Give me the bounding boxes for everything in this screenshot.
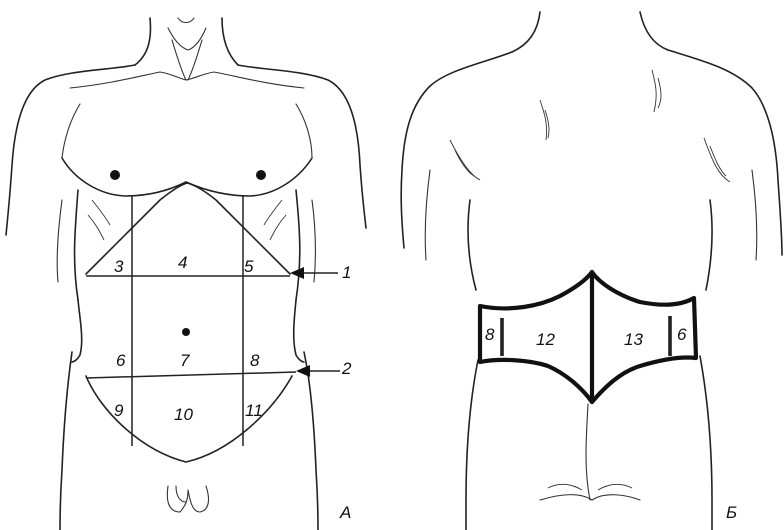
left-nipple: [110, 170, 120, 180]
back-region-label-12: 12: [536, 330, 555, 349]
pointer-arrow-2: [296, 365, 340, 377]
region-label-11: 11: [245, 401, 263, 420]
pointer-label-2: 2: [341, 359, 352, 378]
region-label-6: 6: [116, 351, 126, 370]
region-label-4: 4: [178, 253, 187, 272]
region-label-8: 8: [250, 351, 260, 370]
pointer-label-1: 1: [342, 263, 351, 282]
front-torso-drawing: [6, 18, 366, 530]
navel: [182, 328, 190, 336]
region-label-7: 7: [180, 351, 190, 370]
back-region-label-6: 6: [677, 325, 687, 344]
right-nipple: [256, 170, 266, 180]
panel-letter-b: Б: [726, 503, 737, 522]
back-region-label-8: 8: [485, 325, 495, 344]
back-region-outline: [480, 272, 696, 402]
region-label-9: 9: [114, 401, 124, 420]
region-label-5: 5: [244, 257, 254, 276]
region-label-10: 10: [174, 405, 193, 424]
back-region-label-13: 13: [624, 330, 643, 349]
panel-letter-a: А: [339, 503, 351, 522]
region-label-3: 3: [114, 257, 124, 276]
